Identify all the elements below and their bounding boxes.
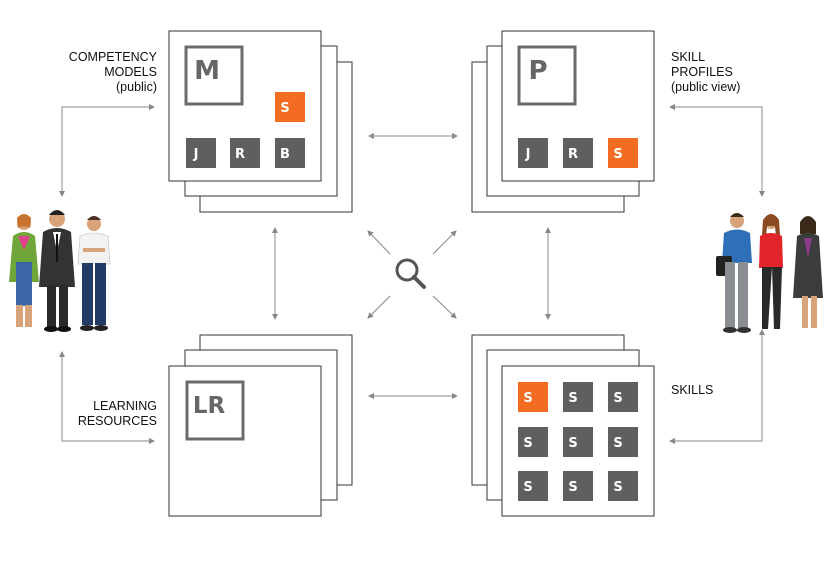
- models-highlight-tile: [275, 92, 305, 122]
- profiles-big-letter: P: [528, 56, 547, 86]
- skills-tile-1-label: S: [523, 391, 532, 406]
- learning-resources-stack[interactable]: LR: [168, 334, 353, 517]
- skills-tile-2-label: S: [568, 391, 577, 406]
- skills-tile-8: [563, 471, 593, 501]
- label-learning-resources: LEARNING RESOURCES: [40, 399, 157, 429]
- models-tile-3: [275, 138, 305, 168]
- people-group-left-icon: [9, 210, 111, 332]
- profiles-tile-2-label: R: [568, 147, 578, 162]
- arrow-users-skills: [669, 329, 765, 444]
- label-competency-line3: (public): [116, 80, 157, 94]
- label-competency-models: COMPETENCY MODELS (public): [40, 50, 157, 95]
- arrow-center-sw: [367, 295, 391, 319]
- skills-tile-9: [608, 471, 638, 501]
- skills-tile-5: [563, 427, 593, 457]
- label-skill-profiles: SKILL PROFILES (public view): [671, 50, 801, 95]
- connector-arrows: [59, 104, 765, 444]
- label-profiles-line3: (public view): [671, 80, 741, 94]
- arrow-users-learning: [59, 351, 155, 444]
- people-group-right-icon: [716, 213, 823, 333]
- skills-tile-6-label: S: [613, 436, 622, 451]
- skills-tile-9-label: S: [613, 480, 622, 495]
- models-tile-2: [230, 138, 260, 168]
- arrow-users-profiles: [669, 104, 765, 197]
- models-tile-2-label: R: [235, 147, 245, 162]
- skills-tile-3-label: S: [613, 391, 622, 406]
- models-tile-1: [186, 138, 216, 168]
- skills-tile-3: [608, 382, 638, 412]
- skills-tile-7-label: S: [523, 480, 532, 495]
- arrow-center-se: [432, 295, 457, 319]
- models-tile-3-label: B: [280, 147, 290, 162]
- label-competency-line2: MODELS: [104, 65, 157, 79]
- skill-profiles-stack[interactable]: P J R S: [471, 30, 655, 213]
- label-profiles-line2: PROFILES: [671, 65, 733, 79]
- search-icon[interactable]: [395, 258, 426, 289]
- learning-big-letter: LR: [193, 393, 226, 419]
- label-learning-line2: RESOURCES: [77, 414, 157, 428]
- label-competency-line1: COMPETENCY: [68, 50, 157, 64]
- arrow-center-nw: [367, 230, 391, 255]
- models-highlight-tile-label: S: [280, 101, 289, 116]
- profiles-tile-1-label: J: [525, 147, 531, 162]
- skills-stack[interactable]: S S S S S S S S S: [471, 334, 655, 517]
- models-big-letter: M: [194, 56, 220, 86]
- label-skills: SKILLS: [671, 383, 761, 398]
- models-tile-1-label: J: [193, 147, 199, 162]
- skills-tile-2: [563, 382, 593, 412]
- profiles-tile-1: [518, 138, 548, 168]
- skills-tile-6: [608, 427, 638, 457]
- profiles-tile-2: [563, 138, 593, 168]
- arrow-users-models: [59, 104, 155, 197]
- skills-tile-4: [518, 427, 548, 457]
- profiles-tile-3-highlight: [608, 138, 638, 168]
- competency-models-stack[interactable]: M S J R B: [168, 30, 353, 213]
- skills-tile-7: [518, 471, 548, 501]
- label-skills-line1: SKILLS: [671, 383, 714, 397]
- skills-tile-4-label: S: [523, 436, 532, 451]
- skills-tile-8-label: S: [568, 480, 577, 495]
- arrow-center-ne: [432, 230, 457, 255]
- profiles-tile-3-label: S: [613, 147, 622, 162]
- label-learning-line1: LEARNING: [93, 399, 157, 413]
- label-profiles-line1: SKILL: [671, 50, 706, 64]
- skills-tile-5-label: S: [568, 436, 577, 451]
- skills-tile-1: [518, 382, 548, 412]
